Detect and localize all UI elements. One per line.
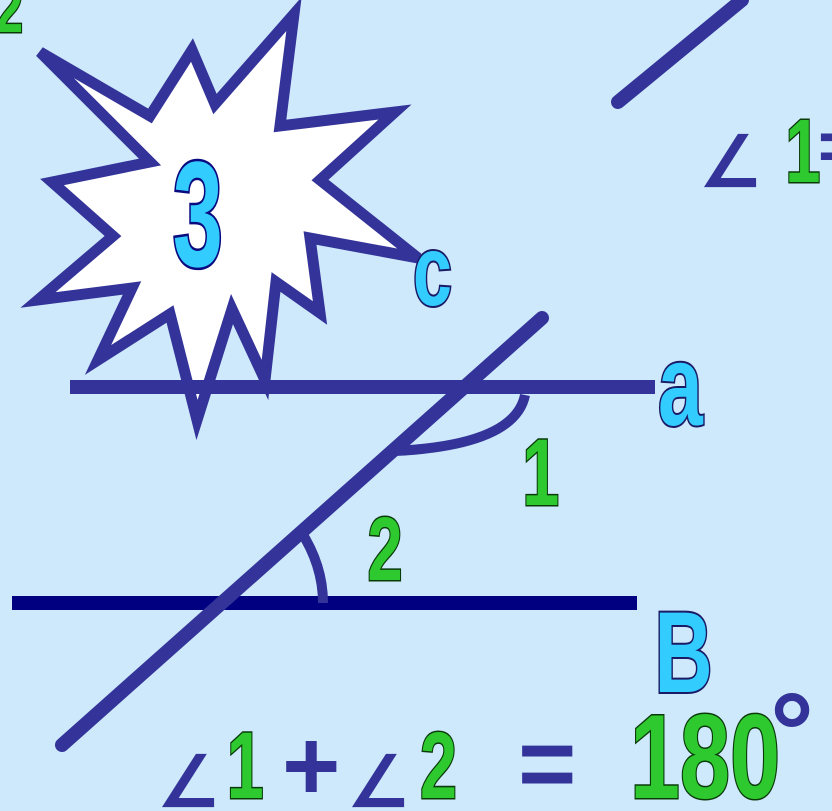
equation-bottom-angle1-number: 1	[227, 713, 264, 811]
angle-2-arc	[295, 527, 328, 604]
angle-2-number: 2	[368, 500, 403, 600]
equation-top-operator: =	[818, 107, 832, 185]
equation-bottom-angle2-number: 2	[420, 713, 457, 811]
angle-1-number: 1	[522, 420, 559, 525]
label-line-c: c	[413, 216, 452, 327]
label-line-a: a	[658, 322, 703, 451]
top-right-line	[611, 0, 749, 109]
starburst-shape	[20, 0, 422, 441]
equals-sign: =	[518, 708, 576, 811]
burst-number-3: 3	[173, 131, 223, 298]
equation-bottom: ∠ 1 + ∠ 2 = 180 °	[158, 671, 814, 811]
angle-sign-icon: ∠	[158, 743, 221, 811]
angle-sign-icon: ∠	[348, 743, 411, 811]
degree-sign: °	[770, 671, 814, 794]
equation-top-number: 1	[785, 102, 820, 202]
equation-top: ∠ 1 =	[700, 101, 832, 203]
equation-bottom-value: 180	[630, 691, 780, 811]
angle-sign-icon: ∠	[700, 123, 763, 201]
top-left-number: 2	[0, 0, 23, 47]
label-line-b: B	[655, 589, 713, 718]
plus-sign: +	[282, 710, 340, 811]
angle-1-arc	[394, 393, 530, 456]
